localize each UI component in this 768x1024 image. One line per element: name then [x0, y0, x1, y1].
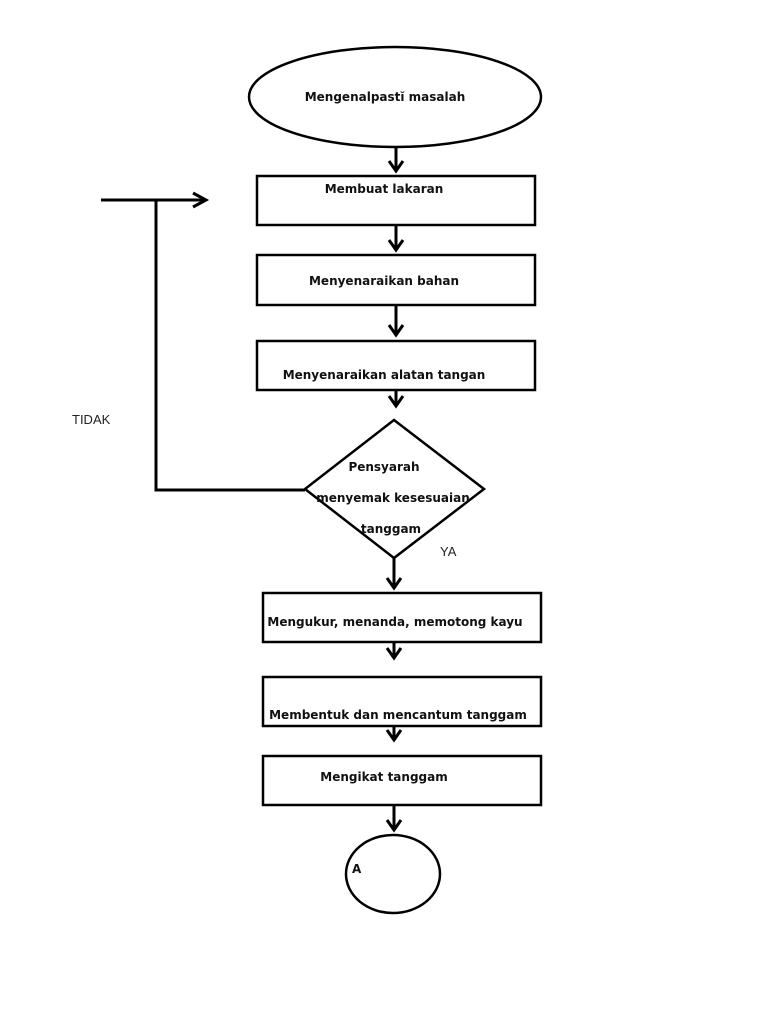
process-box-tools: [255, 339, 537, 392]
no-label: TIDAK: [72, 412, 111, 427]
process-box-measure-cut: [261, 591, 543, 644]
process-box-shape-join: [261, 675, 543, 728]
process-label-sketch: Membuat lakaran: [325, 182, 444, 196]
arrowhead: [385, 647, 403, 661]
arrowhead: [385, 577, 403, 591]
process-label-bind: Mengikat tanggam: [320, 770, 447, 784]
process-label-measure-cut: Mengukur, menanda, memotong kayu: [267, 615, 522, 629]
decision-label-line1: Pensyarah: [348, 460, 419, 474]
connector-circle: [344, 833, 442, 915]
arrowhead: [387, 324, 405, 338]
process-label-materials: Menyenaraikan bahan: [309, 274, 459, 288]
decision-label-line3: tanggam: [361, 522, 421, 536]
loop-back-line: [154, 200, 305, 492]
arrowhead: [192, 191, 210, 209]
arrowhead: [387, 395, 405, 409]
connector-label: A: [352, 862, 362, 876]
process-box-materials: [255, 253, 537, 307]
arrowhead: [387, 160, 405, 174]
decision-label-line2: menyemak kesesuaian: [316, 491, 470, 505]
process-box-bind: [261, 754, 543, 807]
arrowhead: [385, 819, 403, 833]
process-label-shape-join: Membentuk dan mencantum tanggam: [269, 708, 527, 722]
process-box-sketch: [255, 174, 537, 227]
yes-label: YA: [440, 544, 457, 559]
arrowhead: [385, 729, 403, 743]
process-label-tools: Menyenaraikan alatan tangan: [283, 368, 486, 382]
start-label: Mengenalpastĭ masalah: [305, 90, 466, 104]
decision-diamond: [302, 418, 487, 560]
arrowhead: [387, 239, 405, 253]
